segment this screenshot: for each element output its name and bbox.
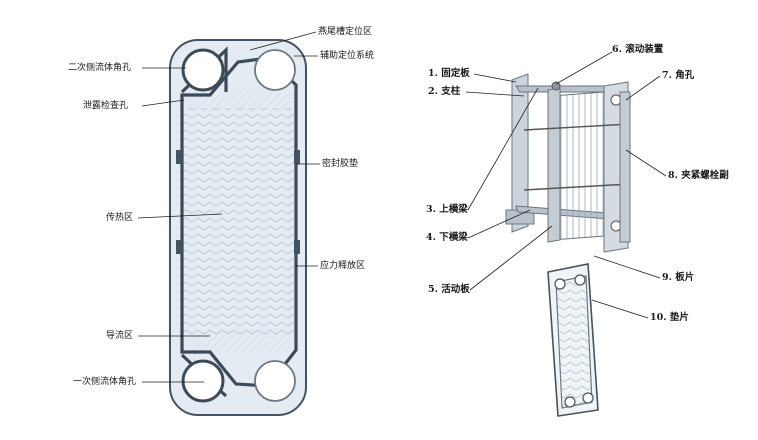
- side-notch: [176, 150, 182, 164]
- leader-rolling-device: [555, 51, 613, 85]
- label-leak-check-hole: 泄露检查孔: [83, 99, 128, 111]
- exchanger-assembly: [505, 73, 631, 253]
- plate-drawing: [169, 39, 307, 416]
- label-gasket: 10. 垫片: [650, 311, 689, 323]
- side-notch: [294, 150, 300, 164]
- leader-clamping-bolt: [625, 149, 667, 177]
- gasket-loop: [180, 56, 298, 388]
- single-plate-bottom: [547, 263, 599, 417]
- roller: [551, 81, 561, 91]
- label-upper-beam: 3. 上横梁: [426, 203, 468, 215]
- label-clamping-bolt: 8. 夹紧螺栓副: [668, 169, 729, 181]
- leader-movable-plate: [469, 225, 553, 291]
- support-column-shape: [619, 91, 631, 243]
- leader-heat-transfer: [137, 213, 223, 219]
- port-hole-bottom-left: [181, 359, 225, 403]
- leader-corner-hole: [625, 75, 661, 101]
- label-movable-plate: 5. 活动板: [428, 283, 470, 295]
- label-sealing-gasket: 密封胶垫: [322, 157, 358, 169]
- label-lower-beam: 4. 下横梁: [426, 231, 468, 243]
- label-corner-hole: 7. 角孔: [662, 69, 695, 81]
- leader-support-column: [465, 91, 525, 97]
- bottom-plate-gasket: [555, 275, 593, 409]
- leader-dovetail: [249, 31, 317, 51]
- side-notch: [294, 240, 300, 254]
- top-distribution-area: [186, 92, 290, 112]
- fixed-plate-shape: [511, 73, 529, 233]
- port-hole-top-left: [181, 48, 225, 92]
- port-hole-bottom-right: [254, 360, 296, 402]
- bottom-plate-port: [574, 274, 586, 286]
- label-flow-guide-zone: 导流区: [106, 329, 133, 341]
- clamping-bolt: [523, 183, 631, 191]
- bottom-plate-port: [554, 278, 566, 290]
- label-secondary-port: 二次侧流体角孔: [68, 61, 131, 73]
- bottom-plate-port: [582, 392, 594, 404]
- leader-lower-beam: [467, 209, 531, 239]
- label-primary-port: 一次侧流体角孔: [73, 375, 136, 387]
- label-aux-positioning: 辅助定位系统: [320, 49, 374, 61]
- leader-leak-check: [141, 99, 185, 107]
- port-hole-top-right: [254, 49, 296, 91]
- label-heat-transfer-zone: 传热区: [106, 211, 133, 223]
- side-notch: [176, 240, 182, 254]
- leader-upper-beam: [467, 87, 539, 211]
- bottom-plate-port: [564, 396, 576, 408]
- bottom-distribution-area: [186, 332, 290, 352]
- label-stress-release: 应力释放区: [320, 259, 365, 271]
- heat-transfer-pattern: [182, 108, 294, 338]
- leader-fixed-plate: [473, 73, 517, 83]
- label-plate: 9. 板片: [662, 271, 694, 283]
- movable-plate-shape: [547, 87, 561, 243]
- clamping-bolt: [523, 123, 631, 131]
- leader-plate: [593, 255, 661, 279]
- label-dovetail-slot: 燕尾槽定位区: [318, 25, 372, 37]
- leader-gasket: [591, 299, 649, 319]
- label-fixed-plate: 1. 固定板: [428, 67, 470, 79]
- label-rolling-device: 6. 滚动装置: [612, 43, 664, 55]
- label-support-column: 2. 支柱: [428, 85, 461, 97]
